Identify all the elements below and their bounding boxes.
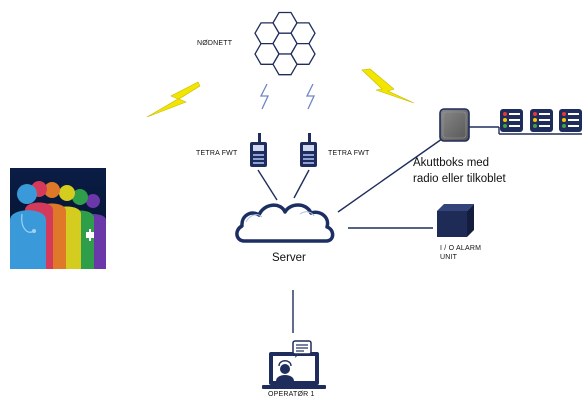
signal-icon [305, 83, 316, 110]
operator-laptop-icon [262, 340, 326, 389]
traffic-light-icon [500, 109, 523, 132]
network-label: NØDNETT [197, 40, 233, 47]
akuttboks-label-line1: Akuttboks med [413, 157, 490, 169]
radio-terminal-icon [300, 133, 317, 167]
io-alarm-unit-icon [437, 204, 474, 237]
lightning-icon [361, 68, 415, 104]
akuttboks-icon [439, 108, 470, 142]
cloud-icon [235, 203, 335, 243]
server-label: Server [272, 252, 306, 264]
traffic-light-icon [530, 109, 553, 132]
traffic-light-icon [559, 109, 582, 132]
link-lines [257, 126, 582, 333]
signal-icon [259, 83, 270, 110]
radio-left-label: TETRA FWT [196, 150, 238, 157]
lightning-icon [146, 81, 201, 118]
radio-terminal-icon [250, 133, 267, 167]
radio-right-label: TETRA FWT [328, 150, 370, 157]
people-group-icon [10, 168, 106, 269]
io-alarm-label-line2: UNIT [440, 254, 458, 261]
operator-label: OPERATØR 1 [268, 391, 315, 398]
hexagon-network-icon [254, 11, 316, 76]
io-alarm-label-line1: I / O ALARM [440, 245, 482, 252]
akuttboks-label-line2: radio eller tilkoblet [413, 173, 506, 185]
